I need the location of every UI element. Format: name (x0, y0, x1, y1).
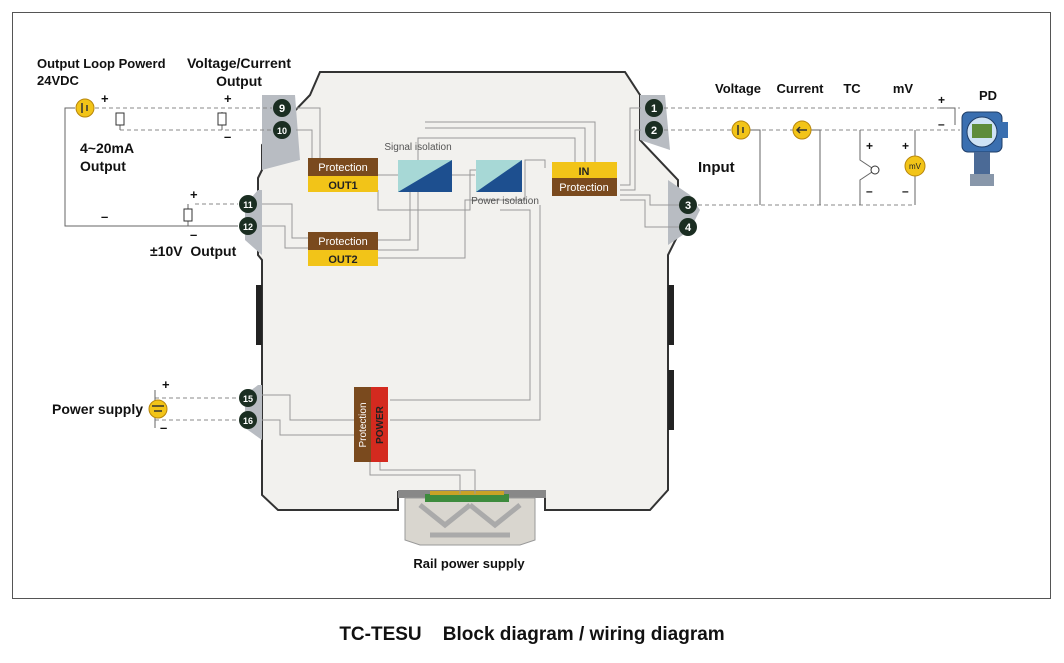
in-protection-label: Protection (559, 182, 609, 194)
minus-sign: – (224, 129, 231, 144)
minus-sign: – (190, 227, 197, 242)
rail-connector-pins (430, 491, 504, 495)
plus-sign: + (224, 91, 232, 106)
voltage-source-icon-plates (737, 125, 744, 135)
pd-transmitter-icon (961, 111, 1008, 186)
out2-protection-label: Protection (318, 236, 368, 248)
current-label: Current (777, 81, 825, 96)
dc-source-icon (75, 98, 95, 118)
side-clip-right (668, 285, 674, 345)
terminal-10-label: 10 (277, 126, 287, 136)
terminal-15-label: 15 (243, 394, 253, 404)
side-clip-right-2 (668, 370, 674, 430)
diagram-caption: TC-TESU Block diagram / wiring diagram (339, 624, 725, 645)
terminal-1-label: 1 (651, 103, 657, 115)
terminal-16 (239, 411, 257, 429)
terminal-12 (239, 217, 257, 235)
out1-protection-block (308, 158, 378, 176)
terminal-11 (239, 195, 257, 213)
in-block (552, 162, 617, 178)
terminal-3 (679, 196, 697, 214)
terminal-12-label: 12 (243, 222, 253, 232)
minus-sign: – (902, 184, 909, 198)
terminal-1 (645, 99, 663, 117)
power-isolator (476, 160, 522, 192)
power-supply-icon (148, 399, 168, 419)
terminal-9 (273, 99, 291, 117)
loop-title-2: 24VDC (37, 73, 80, 88)
pd-label: PD (979, 88, 997, 103)
power-supply-icon-plates (152, 405, 164, 412)
power-label: POWER (375, 405, 386, 444)
plus-sign: + (101, 91, 109, 106)
din-rail (398, 490, 546, 546)
terminal-9-label: 9 (279, 103, 285, 115)
minus-sign: – (160, 420, 167, 435)
plus-sign: + (938, 93, 945, 107)
power-protection-label: Protection (358, 402, 369, 447)
signal-isolation-label: Signal isolation (384, 142, 451, 153)
in-protection-block (552, 178, 617, 196)
vc-title-1: Voltage/Current (187, 55, 291, 71)
out2-block (308, 250, 378, 266)
voltage-source-icon (731, 120, 751, 140)
side-clip-left (256, 285, 262, 345)
terminal-10 (273, 121, 291, 139)
v10-label: ±10V Output (150, 243, 237, 259)
minus-sign: – (938, 117, 945, 131)
power-block (371, 387, 388, 462)
terminal-3-label: 3 (685, 200, 691, 212)
terminal-16-label: 16 (243, 416, 253, 426)
ma-label-2: Output (80, 158, 126, 174)
minus-sign: – (866, 184, 873, 198)
terminal-2-label: 2 (651, 125, 657, 137)
vc-title-2: Output (216, 73, 262, 89)
current-source-icon-arrow (795, 126, 807, 134)
minus-sign: – (101, 209, 108, 224)
tc-label: TC (843, 81, 861, 96)
plus-sign: + (866, 139, 873, 153)
terminal-15 (239, 389, 257, 407)
in-label: IN (579, 166, 590, 178)
terminal-11-label: 11 (243, 200, 253, 210)
dc-source-icon-plates (81, 103, 88, 113)
resistor-loop (115, 112, 125, 126)
out1-protection-label: Protection (318, 162, 368, 174)
out2-label: OUT2 (328, 254, 357, 266)
terminal-2 (645, 121, 663, 139)
resistor-10v (183, 208, 193, 222)
terminal-4 (679, 218, 697, 236)
mv-badge-label: mV (909, 162, 922, 171)
plus-sign: + (190, 187, 198, 202)
diagram-frame (12, 12, 1051, 599)
mv-source-icon (904, 155, 926, 177)
loop-title-1: Output Loop Powerd (37, 56, 166, 71)
power-isolation-label: Power isolation (471, 196, 539, 207)
mv-label: mV (893, 81, 914, 96)
thermocouple-junction-icon (870, 165, 880, 175)
plus-sign: + (162, 377, 170, 392)
rail-label: Rail power supply (413, 556, 525, 571)
voltage-label: Voltage (715, 81, 761, 96)
out1-label: OUT1 (328, 180, 357, 192)
power-supply-label: Power supply (52, 401, 143, 417)
resistor-vc (217, 112, 227, 126)
signal-isolator (398, 160, 452, 192)
ma-label-1: 4~20mA (80, 140, 134, 156)
power-protection-block (354, 387, 371, 462)
out2-protection-block (308, 232, 378, 250)
plus-sign: + (902, 139, 909, 153)
terminal-4-label: 4 (685, 222, 692, 234)
internal-wiring (262, 107, 680, 494)
external-solid-wiring-left (64, 107, 238, 428)
input-label: Input (698, 159, 735, 176)
out1-block (308, 176, 378, 192)
external-solid-wiring-right (750, 107, 956, 205)
